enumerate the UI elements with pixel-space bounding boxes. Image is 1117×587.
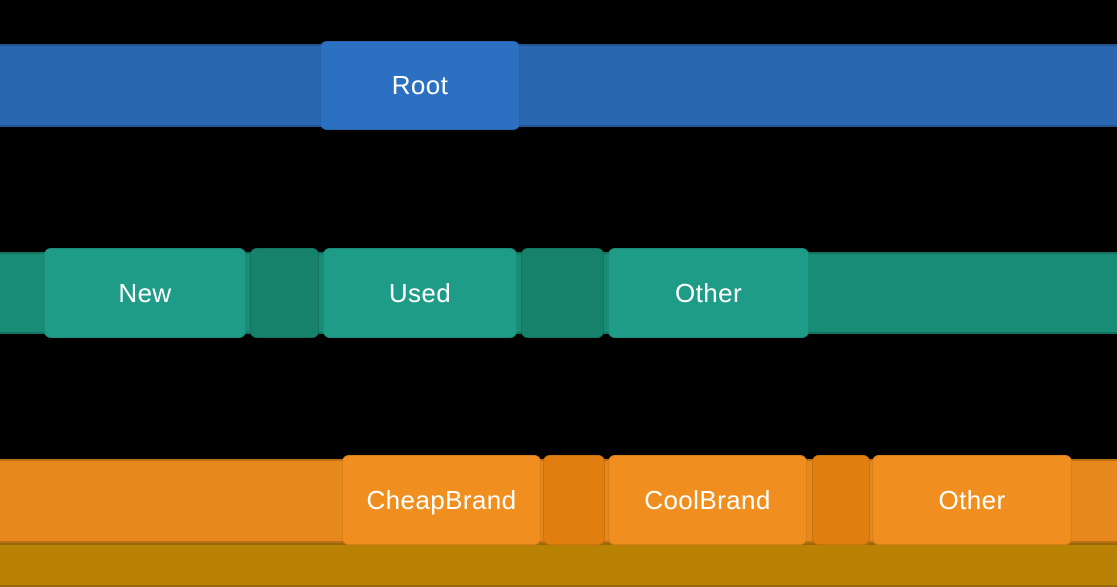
node-cheapbrand[interactable]: CheapBrand [342,455,541,545]
node-label: New [118,277,172,308]
node-unlabeled-2[interactable] [521,248,604,338]
node-coolbrand[interactable]: CoolBrand [608,455,807,545]
node-unlabeled-4[interactable] [812,455,870,545]
node-new[interactable]: New [44,248,246,338]
node-unlabeled-3[interactable] [543,455,605,545]
level-1-band [0,44,1117,127]
node-other-level3[interactable]: Other [872,455,1072,545]
node-used[interactable]: Used [323,248,517,338]
node-unlabeled-1[interactable] [250,248,319,338]
level-4-band [0,543,1117,587]
node-other-level2[interactable]: Other [608,248,809,338]
node-label: CheapBrand [366,484,517,515]
node-label: Other [938,484,1006,515]
node-label: Used [388,277,452,308]
node-label: Root [391,70,449,100]
node-label: Other [674,277,743,308]
node-label: CoolBrand [644,484,771,515]
node-root[interactable]: Root [320,41,520,130]
